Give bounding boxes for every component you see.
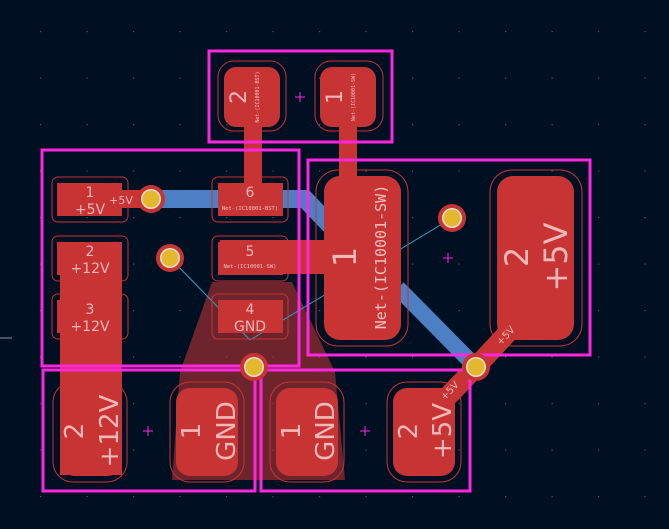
pad-net: Net-(IC10001-SW)	[372, 185, 390, 330]
via[interactable]	[462, 353, 490, 381]
pad-clearance	[315, 169, 409, 347]
pad-net: +12V	[95, 394, 125, 467]
pad-clearance	[211, 176, 289, 223]
courtyard	[40, 148, 301, 368]
anchor-cross-icon	[443, 253, 453, 263]
track-label: +5V	[109, 194, 133, 207]
pad-net: +5V	[428, 403, 458, 459]
pad-1[interactable]	[324, 176, 401, 340]
via[interactable]	[240, 353, 268, 381]
pad-clearance	[211, 293, 289, 340]
vias	[137, 185, 490, 381]
footprint-output-cap[interactable]: 1 GND 2 +5V	[259, 368, 472, 493]
pad-1[interactable]	[57, 183, 122, 216]
pad-clearance	[386, 381, 462, 483]
pad-net: Net-(IC10001-SW)	[351, 73, 357, 121]
courtyard	[306, 158, 592, 357]
pad-2[interactable]	[57, 242, 122, 275]
courtyard	[259, 368, 472, 493]
pad-3[interactable]	[57, 300, 122, 333]
pad-number: 2	[498, 247, 536, 267]
pad-net: +5V	[75, 202, 106, 218]
pad-clearance	[211, 235, 289, 282]
pad-number: 2	[394, 423, 424, 440]
pad-2[interactable]	[224, 67, 280, 127]
pad-number: 2	[227, 90, 252, 104]
pad-clearance	[169, 381, 245, 483]
via[interactable]	[438, 204, 466, 232]
via[interactable]	[137, 185, 165, 213]
anchor-cross-icon	[143, 426, 153, 436]
pad-net: +5V	[537, 222, 575, 291]
pad-net: Net-(IC10001-SW)	[224, 264, 277, 270]
pad-clearance	[489, 169, 583, 347]
pad-1[interactable]	[320, 67, 376, 127]
footprint-input-cap[interactable]: 2 +12V 1 GND	[41, 368, 257, 493]
via[interactable]	[156, 244, 184, 272]
footprint-ic[interactable]: 1 +5V 2 +12V 3 +12V 6 Net-(IC10001-BST) …	[40, 148, 301, 368]
pad-number: 2	[60, 423, 90, 440]
pad-net: Net-(IC10001-BST)	[255, 71, 261, 122]
pad-net: GND	[311, 401, 341, 461]
pad-number: 1	[277, 423, 307, 440]
footprint-top-connector[interactable]: 2 Net-(IC10001-BST) 1 Net-(IC10001-SW)	[207, 49, 394, 144]
pad-number: 1	[323, 90, 348, 104]
pad-net: GND	[234, 319, 266, 335]
pad-clearance	[269, 381, 345, 483]
pad-clearance	[51, 176, 129, 223]
pad-clearance	[217, 60, 287, 132]
pad-5[interactable]	[218, 242, 283, 275]
pad-2[interactable]	[60, 388, 122, 476]
pad-number: 1	[177, 423, 207, 440]
pad-number: 6	[246, 185, 255, 201]
anchor-cross-icon	[295, 92, 305, 102]
pad-number: 3	[86, 302, 95, 318]
pad-number: 2	[86, 244, 95, 260]
pad-number: 4	[246, 302, 255, 318]
pad-2[interactable]	[393, 388, 455, 476]
pad-4[interactable]	[218, 300, 283, 333]
anchor-cross-icon	[360, 426, 370, 436]
courtyard	[41, 368, 257, 493]
pad-net: +12V	[70, 261, 110, 277]
pad-2[interactable]	[497, 176, 574, 340]
pad-number: 1	[86, 185, 95, 201]
pad-clearance	[51, 293, 129, 340]
pad-clearance	[52, 381, 128, 483]
footprint-inductor[interactable]: 1 Net-(IC10001-SW) 2 +5V	[306, 158, 592, 357]
pad-1[interactable]	[176, 388, 238, 476]
pad-net: Net-(IC10001-BST)	[222, 206, 278, 212]
pad-number: 1	[326, 247, 364, 267]
pad-clearance	[314, 60, 384, 132]
courtyard	[207, 49, 394, 144]
pad-6[interactable]	[218, 183, 283, 216]
pad-1[interactable]	[276, 388, 338, 476]
pad-number: 5	[246, 244, 255, 260]
pad-net: +12V	[70, 319, 110, 335]
pad-clearance	[51, 235, 129, 282]
pad-net: GND	[212, 401, 242, 461]
